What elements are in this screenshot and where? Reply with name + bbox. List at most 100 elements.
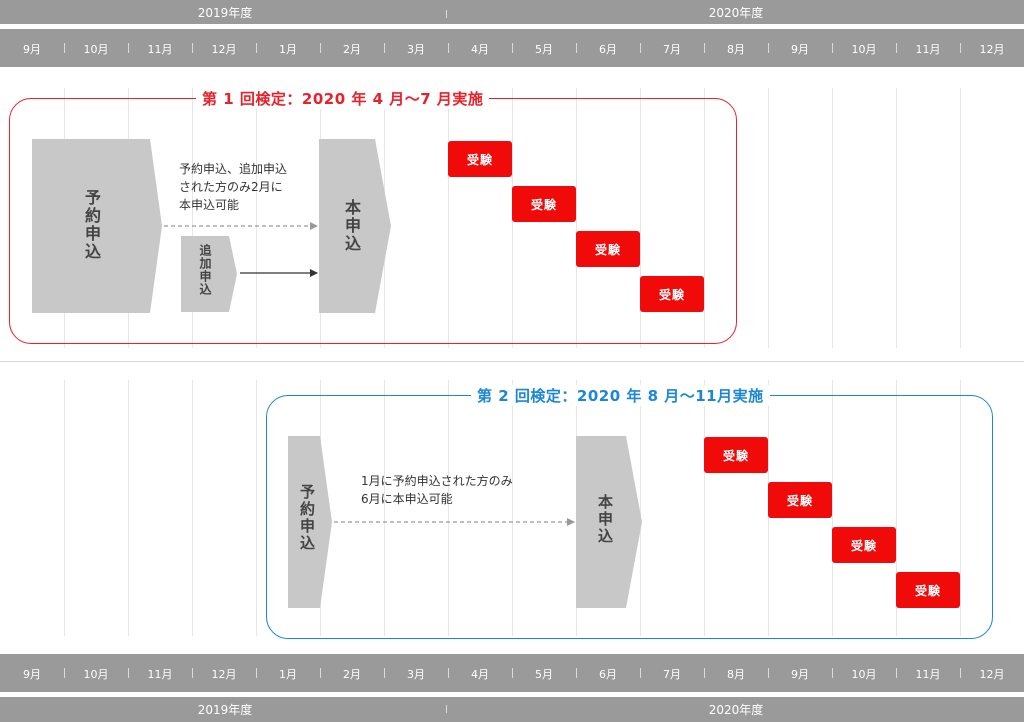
top-month-divider: [896, 43, 897, 53]
top-year-2019-label: 2019年度: [197, 6, 253, 20]
bottom-month-divider: [320, 668, 321, 678]
first-main-application-shape: 本申込: [319, 139, 391, 313]
first-exam-july: 受験: [640, 276, 704, 312]
top-month-label: 10月: [851, 43, 877, 56]
month-grid-line: [960, 380, 961, 636]
bottom-month-label: 8月: [727, 668, 745, 681]
month-grid-line: [832, 88, 833, 348]
top-month-label: 1月: [279, 43, 297, 56]
top-month-divider: [192, 43, 193, 53]
first-exam-april: 受験: [448, 141, 512, 177]
second-exam-october: 受験: [832, 527, 896, 563]
top-month-label: 12月: [211, 43, 237, 56]
bottom-month-label: 9月: [23, 668, 41, 681]
bottom-month-divider: [704, 668, 705, 678]
second-pre-application-label: 予約申込: [298, 484, 316, 552]
bottom-month-label: 11月: [915, 668, 941, 681]
top-month-label: 11月: [147, 43, 173, 56]
bottom-month-label: 7月: [663, 668, 681, 681]
bottom-month-divider: [576, 668, 577, 678]
bottom-month-divider: [128, 668, 129, 678]
bottom-month-label: 9月: [791, 668, 809, 681]
month-grid-line: [704, 380, 705, 636]
month-grid-line: [768, 88, 769, 348]
bottom-month-label: 11月: [147, 668, 173, 681]
top-month-label: 6月: [599, 43, 617, 56]
second-exam-november: 受験: [896, 572, 960, 608]
bottom-year-2019-label: 2019年度: [197, 703, 253, 717]
bottom-month-divider: [384, 668, 385, 678]
second-note-line-1: 1月に予約申込された方のみ: [361, 474, 513, 488]
month-grid-line: [704, 88, 705, 348]
top-month-label: 9月: [791, 43, 809, 56]
month-grid-line: [192, 380, 193, 636]
top-fiscal-year-bar: 2019年度 2020年度: [0, 0, 1024, 24]
month-grid-line: [640, 380, 641, 636]
bottom-month-divider: [960, 668, 961, 678]
first-note-line-3: 本申込可能: [179, 198, 240, 212]
top-month-divider: [768, 43, 769, 53]
top-month-label: 12月: [979, 43, 1005, 56]
top-month-divider: [256, 43, 257, 53]
first-exam-frame: 第 1 回検定：2020 年 4 月〜7 月実施: [9, 88, 737, 344]
first-note-line-2: された方のみ2月に: [179, 180, 283, 194]
bottom-month-divider: [256, 668, 257, 678]
top-month-divider: [640, 43, 641, 53]
top-month-label: 4月: [471, 43, 489, 56]
first-pre-application-label: 予約申込: [82, 189, 101, 261]
bottom-month-divider: [640, 668, 641, 678]
top-month-label: 5月: [535, 43, 553, 56]
bottom-month-divider: [512, 668, 513, 678]
month-grid-line: [640, 88, 641, 348]
bottom-month-label: 6月: [599, 668, 617, 681]
top-month-divider: [512, 43, 513, 53]
month-grid-line: [256, 88, 257, 348]
bottom-month-divider: [64, 668, 65, 678]
bottom-month-label: 10月: [851, 668, 877, 681]
bottom-year-2020-label: 2020年度: [708, 703, 764, 717]
top-month-divider: [64, 43, 65, 53]
bottom-month-label: 12月: [211, 668, 237, 681]
bottom-month-divider: [192, 668, 193, 678]
second-note-line-2: 6月に本申込可能: [361, 492, 453, 506]
top-month-divider: [384, 43, 385, 53]
second-pre-application-shape: 予約申込: [288, 436, 332, 608]
top-year-divider: [446, 10, 447, 18]
second-exam-august: 受験: [704, 437, 768, 473]
bottom-month-label: 12月: [979, 668, 1005, 681]
month-grid-line: [896, 88, 897, 348]
first-main-application-label: 本申込: [342, 199, 361, 253]
first-exam-may: 受験: [512, 186, 576, 222]
top-month-label: 2月: [343, 43, 361, 56]
bottom-month-label: 10月: [83, 668, 109, 681]
top-month-divider: [448, 43, 449, 53]
month-grid-line: [192, 88, 193, 348]
top-month-label: 10月: [83, 43, 109, 56]
top-month-divider: [960, 43, 961, 53]
top-month-label: 9月: [23, 43, 41, 56]
top-month-divider: [704, 43, 705, 53]
first-additional-application-shape: 追加申込: [181, 236, 237, 312]
top-month-label: 11月: [915, 43, 941, 56]
bottom-month-divider: [448, 668, 449, 678]
month-grid-line: [448, 380, 449, 636]
second-main-application-shape: 本申込: [576, 436, 642, 608]
bottom-month-label: 2月: [343, 668, 361, 681]
first-exam-june: 受験: [576, 231, 640, 267]
month-grid-line: [384, 380, 385, 636]
first-pre-application-shape: 予約申込: [32, 139, 162, 313]
month-grid-line: [256, 380, 257, 636]
month-grid-line: [832, 380, 833, 636]
month-grid-line: [448, 88, 449, 348]
second-exam-note: 1月に予約申込された方のみ 6月に本申込可能: [361, 472, 513, 508]
bottom-fiscal-year-bar: 2019年度 2020年度: [0, 697, 1024, 722]
month-grid-line: [128, 380, 129, 636]
top-year-2020-label: 2020年度: [708, 6, 764, 20]
bottom-year-divider: [446, 705, 447, 713]
bottom-month-label: 3月: [407, 668, 425, 681]
first-additional-application-label: 追加申込: [198, 244, 212, 296]
month-grid-line: [896, 380, 897, 636]
month-grid-line: [960, 88, 961, 348]
first-exam-title: 第 1 回検定：2020 年 4 月〜7 月実施: [196, 88, 490, 109]
